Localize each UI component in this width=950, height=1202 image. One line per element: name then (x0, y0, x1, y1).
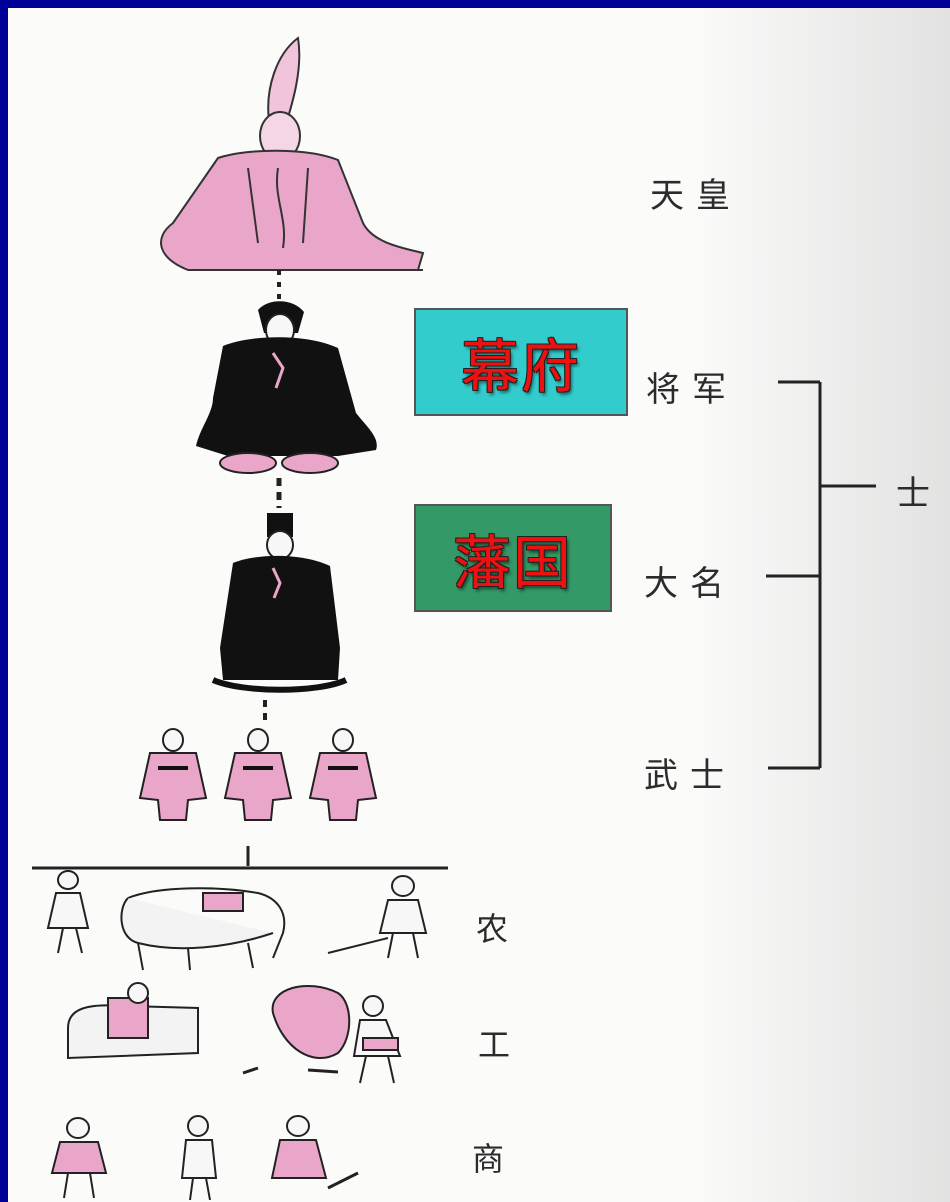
commoner-separator (32, 846, 448, 870)
shi-bracket (766, 380, 876, 770)
label-shogun: 将军 (646, 370, 738, 410)
label-shi: 士 (896, 474, 942, 514)
label-artisan: 工 (478, 1026, 523, 1064)
label-merchant: 商 (472, 1140, 517, 1178)
bushi-figures (138, 728, 378, 821)
emperor-figure (160, 36, 425, 271)
merchant-scene (50, 1115, 359, 1201)
label-daimyo: 大名 (644, 564, 736, 604)
shogun-figure (196, 301, 377, 474)
label-farmer: 农 (476, 910, 521, 948)
hanguo-box: 藩国 (414, 504, 612, 612)
bakufu-box: 幕府 (414, 308, 628, 416)
daimyo-figure (211, 513, 348, 693)
slide: 天皇 将军 大名 武士 士 农 工 商 幕府 藩国 (8, 8, 950, 1202)
farmer-scene (46, 870, 428, 971)
label-bushi: 武士 (644, 756, 736, 796)
label-emperor: 天皇 (650, 176, 742, 216)
artisan-scene (67, 982, 402, 1084)
hierarchy-illustration (32, 36, 876, 1201)
